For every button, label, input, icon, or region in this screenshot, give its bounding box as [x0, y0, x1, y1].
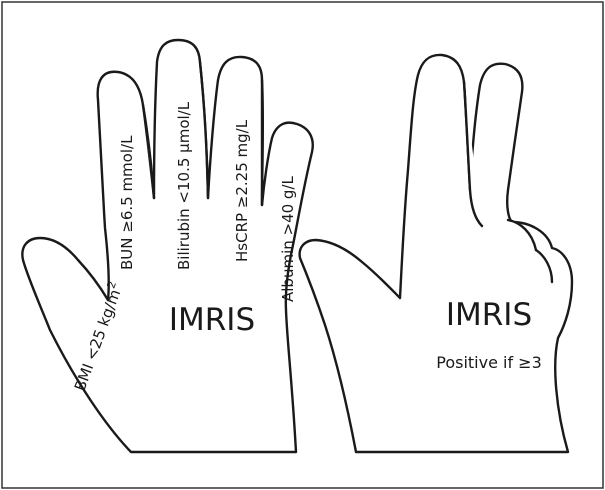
- right-hand-subtitle: Positive if ≥3: [436, 353, 542, 372]
- right-hand-title: IMRIS: [446, 297, 532, 333]
- finger-label-bun: BUN ≥6.5 mmol/L: [118, 135, 136, 270]
- finger-label-bilirubin: Bilirubin <10.5 μmol/L: [175, 101, 193, 270]
- finger-label-hscrp: HsCRP ≥2.25 mg/L: [233, 119, 251, 262]
- finger-label-albumin: Albumin >40 g/L: [279, 175, 297, 302]
- left-hand-title: IMRIS: [169, 302, 255, 338]
